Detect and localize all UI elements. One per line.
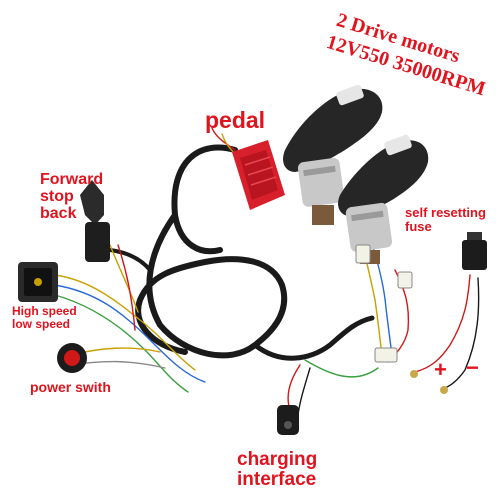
power-switch-label: power swith — [30, 379, 111, 395]
self-resetting-fuse-label: self resetting fuse — [405, 205, 486, 234]
power-switch-button — [57, 343, 87, 373]
battery-terminals — [410, 370, 448, 394]
pedal-label: pedal — [205, 107, 266, 133]
gearbox-motor-1 — [283, 84, 383, 225]
main-harness-cable — [108, 144, 375, 361]
plus-sign: + — [434, 357, 447, 382]
charging-interface-label: charging interface — [237, 449, 318, 490]
pedal-switch — [232, 140, 285, 210]
minus-sign: − — [466, 355, 479, 380]
wire-connectors — [355, 244, 413, 363]
shifter-switch — [80, 180, 110, 262]
speed-switch — [18, 262, 58, 302]
high-low-speed-label: High speed low speed — [12, 304, 77, 331]
charging-port — [277, 405, 299, 435]
fuse-holder — [462, 232, 487, 270]
forward-stop-back-label: Forward stop back — [40, 171, 104, 222]
thin-wires — [54, 127, 480, 416]
gearbox-motor-2 — [338, 134, 429, 264]
